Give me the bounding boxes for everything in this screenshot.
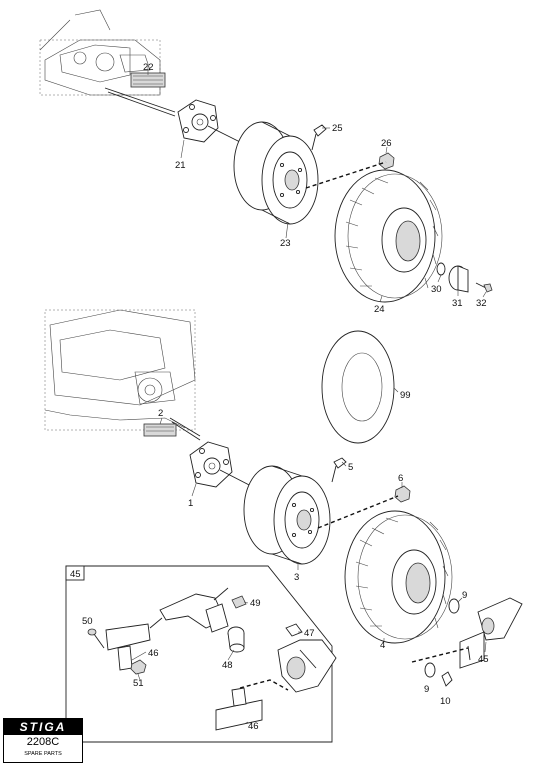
label-4: 4: [380, 640, 385, 651]
label-99: 99: [400, 390, 411, 401]
label-51: 51: [133, 678, 144, 689]
label-3: 3: [294, 572, 299, 583]
part-9-washer-a: [448, 598, 460, 614]
part-99-tube: [321, 330, 395, 444]
label-26: 26: [381, 138, 392, 149]
label-1: 1: [188, 498, 193, 509]
label-48: 48: [222, 660, 233, 671]
inset-box-45: [65, 565, 333, 743]
label-10: 10: [440, 696, 451, 707]
part-21-hub: [177, 99, 241, 143]
label-22: 22: [143, 62, 154, 73]
inset-part-48-bushing: [227, 626, 245, 653]
logo-caption: SPARE PARTS: [24, 751, 62, 757]
dashed-line-inset: [239, 679, 289, 691]
part-5-valve: [331, 457, 347, 483]
part-1-hub: [189, 441, 256, 489]
part-2-strip: [143, 423, 177, 437]
part-30-washer: [436, 262, 446, 276]
label-24: 24: [374, 304, 385, 315]
part-4-tire: [344, 510, 453, 644]
part-9-washer-b: [424, 662, 436, 678]
logo-brand: STIGA: [4, 719, 82, 735]
label-2: 2: [158, 408, 163, 419]
leader-lines: [131, 66, 487, 725]
lower-chassis: [44, 309, 201, 441]
dashed-line-bracket-right: [411, 647, 469, 663]
part-3-rim: [243, 465, 331, 565]
label-49: 49: [250, 598, 261, 609]
label-23: 23: [280, 238, 291, 249]
inset-part-46-top: [105, 587, 229, 671]
label-9-a: 9: [462, 590, 467, 601]
label-25: 25: [332, 123, 343, 134]
label-31: 31: [452, 298, 463, 309]
inset-part-47-clip: [285, 623, 303, 637]
label-50: 50: [82, 616, 93, 627]
stiga-logo: STIGA 2208C SPARE PARTS: [3, 718, 83, 763]
part-31-cap: [448, 265, 469, 293]
part-25-valve: [311, 124, 327, 151]
label-46-bottom: 46: [248, 721, 259, 732]
part-6-nut: [394, 485, 411, 503]
label-6: 6: [398, 473, 403, 484]
part-24-tire: [334, 169, 443, 303]
part-26-nut: [378, 152, 395, 170]
label-9-b: 9: [424, 684, 429, 695]
part-45-bracket-right: [459, 597, 523, 669]
label-21: 21: [175, 160, 186, 171]
label-5: 5: [348, 462, 353, 473]
inset-part-45-bracket: [277, 639, 337, 693]
label-45-right: 45: [478, 654, 489, 665]
part-22-strip: [130, 72, 166, 88]
label-30: 30: [431, 284, 442, 295]
inset-part-46-bottom: [215, 687, 263, 731]
label-46-top: 46: [148, 648, 159, 659]
dashed-line-upper: [305, 161, 387, 189]
label-45-inset: 45: [70, 569, 81, 580]
part-32-bolt: [475, 282, 493, 293]
part-10-clip: [441, 671, 453, 687]
part-23-rim: [233, 121, 319, 225]
upper-chassis: [39, 9, 176, 117]
drawing-code: 2208C: [26, 736, 60, 748]
label-32: 32: [476, 298, 487, 309]
inset-part-49-screw: [231, 595, 247, 609]
inset-part-51-nut: [130, 659, 147, 675]
dashed-line-lower: [317, 495, 399, 529]
inset-part-50-bolt: [87, 628, 105, 649]
label-47: 47: [304, 628, 315, 639]
